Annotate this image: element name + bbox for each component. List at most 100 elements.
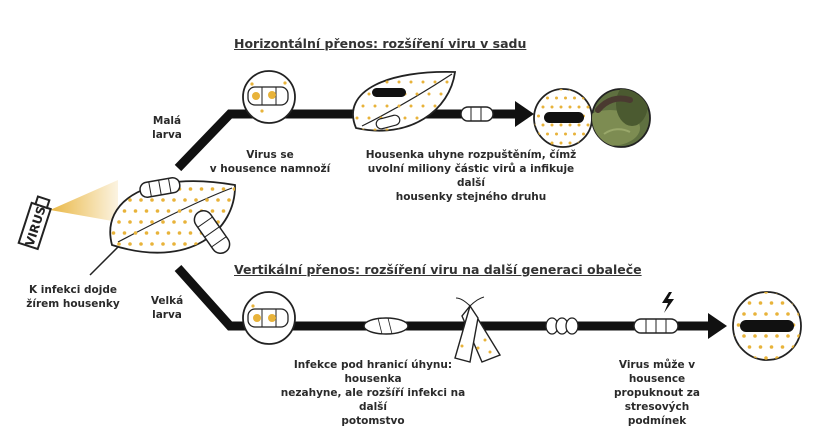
virus-dot bbox=[385, 128, 389, 131]
arrow-head-top bbox=[515, 101, 534, 127]
virus-dot bbox=[786, 312, 790, 316]
virus-dot bbox=[409, 80, 413, 84]
virus-dot bbox=[537, 114, 540, 118]
larva-on-path-icon bbox=[460, 106, 494, 122]
virus-dot bbox=[166, 209, 171, 213]
virus-dot bbox=[564, 132, 567, 136]
virus-dot bbox=[421, 80, 425, 84]
virus-dot bbox=[403, 116, 407, 120]
virus-dot bbox=[128, 242, 132, 246]
virus-dot bbox=[568, 141, 572, 145]
virus-dot bbox=[742, 292, 746, 294]
virus-dot bbox=[145, 253, 149, 257]
virus-dot bbox=[150, 198, 154, 202]
virus-dot bbox=[786, 356, 790, 360]
virus-dot bbox=[194, 176, 198, 180]
virus-dot bbox=[172, 220, 176, 224]
virus-dot bbox=[150, 220, 154, 224]
virus-dot bbox=[397, 80, 401, 84]
virus-dot bbox=[139, 198, 143, 202]
virus-dot bbox=[133, 231, 138, 235]
virus-dot bbox=[747, 345, 752, 349]
virus-dot bbox=[133, 187, 138, 191]
virus-dot bbox=[150, 242, 154, 246]
virus-dot bbox=[177, 209, 182, 213]
virus-dot bbox=[178, 253, 182, 257]
virus-dot bbox=[586, 123, 590, 127]
virus-dot bbox=[559, 123, 563, 127]
virus-dot bbox=[433, 80, 437, 84]
virus-dot bbox=[361, 80, 365, 84]
virus-bottle-icon: VIRUS bbox=[17, 195, 52, 251]
virus-dot bbox=[747, 301, 752, 305]
virus-dot bbox=[409, 128, 413, 131]
virus-dot bbox=[205, 176, 209, 180]
virus-dot bbox=[541, 89, 545, 91]
magnifier-icon-multiply bbox=[242, 70, 296, 124]
virus-dot bbox=[764, 312, 768, 316]
label-multiply: Virus se v housence namnoží bbox=[209, 149, 331, 175]
virus-dot bbox=[451, 92, 455, 96]
virus-dot bbox=[221, 209, 226, 213]
virus-dot bbox=[559, 89, 563, 91]
virus-dot bbox=[753, 334, 757, 338]
magnifier-icon-below-threshold bbox=[242, 291, 296, 345]
virus-dot bbox=[733, 356, 735, 360]
virus-dot bbox=[232, 231, 236, 235]
virus-dot bbox=[150, 176, 154, 180]
virus-dot bbox=[194, 198, 198, 202]
virus-dot bbox=[534, 141, 536, 145]
virus-dot bbox=[568, 123, 572, 127]
virus-dot bbox=[397, 104, 401, 108]
virus-dot bbox=[586, 105, 590, 109]
virus-dot bbox=[427, 92, 431, 96]
virus-dot bbox=[421, 128, 425, 131]
virus-dot bbox=[183, 176, 187, 180]
virus-dot bbox=[122, 187, 127, 191]
main-leaf-icon bbox=[89, 176, 236, 276]
virus-dot bbox=[373, 128, 377, 131]
virus-dot bbox=[205, 198, 209, 202]
virus-dot bbox=[577, 105, 581, 109]
virus-dot bbox=[211, 253, 215, 257]
virus-dot bbox=[355, 92, 359, 96]
virus-dot bbox=[122, 209, 127, 213]
virus-dot bbox=[117, 176, 121, 180]
virus-dot bbox=[155, 209, 160, 213]
virus-dot bbox=[139, 220, 143, 224]
virus-dot bbox=[742, 334, 746, 338]
virus-dot bbox=[537, 96, 540, 100]
virus-dot bbox=[764, 334, 768, 338]
virus-dot bbox=[144, 209, 149, 213]
larva-bottom-icon bbox=[633, 318, 679, 334]
virus-dot bbox=[232, 187, 236, 191]
virus-dot bbox=[573, 132, 576, 136]
virus-dot bbox=[415, 92, 419, 96]
virus-dot bbox=[139, 176, 143, 180]
virus-dot bbox=[188, 187, 193, 191]
virus-dot bbox=[355, 116, 359, 120]
virus-dot bbox=[797, 356, 801, 360]
virus-dot bbox=[577, 89, 581, 91]
virus-dot bbox=[786, 292, 790, 294]
heading-horizontal: Horizontální přenos: rozšíření viru v sa… bbox=[234, 36, 527, 51]
virus-dot bbox=[156, 253, 160, 257]
label-large-larva: Velká larva bbox=[150, 295, 184, 321]
virus-dot bbox=[439, 92, 443, 96]
virus-dot bbox=[128, 220, 132, 224]
virus-dot bbox=[404, 69, 407, 72]
virus-dot bbox=[183, 198, 187, 202]
virus-dot bbox=[742, 356, 746, 360]
virus-dot bbox=[216, 176, 220, 180]
label-small-larva: Malá larva bbox=[152, 115, 182, 141]
virus-dot bbox=[415, 116, 419, 120]
virus-dot bbox=[416, 69, 419, 72]
virus-dot bbox=[161, 220, 165, 224]
virus-dot bbox=[742, 312, 746, 316]
virus-dot bbox=[780, 345, 785, 349]
virus-dot bbox=[733, 292, 735, 294]
small-larva-on-leaf-icon bbox=[375, 114, 401, 130]
virus-dot bbox=[167, 253, 171, 257]
label-infection: K infekci dojde žírem housenky bbox=[26, 284, 120, 310]
virus-dot bbox=[350, 129, 353, 132]
